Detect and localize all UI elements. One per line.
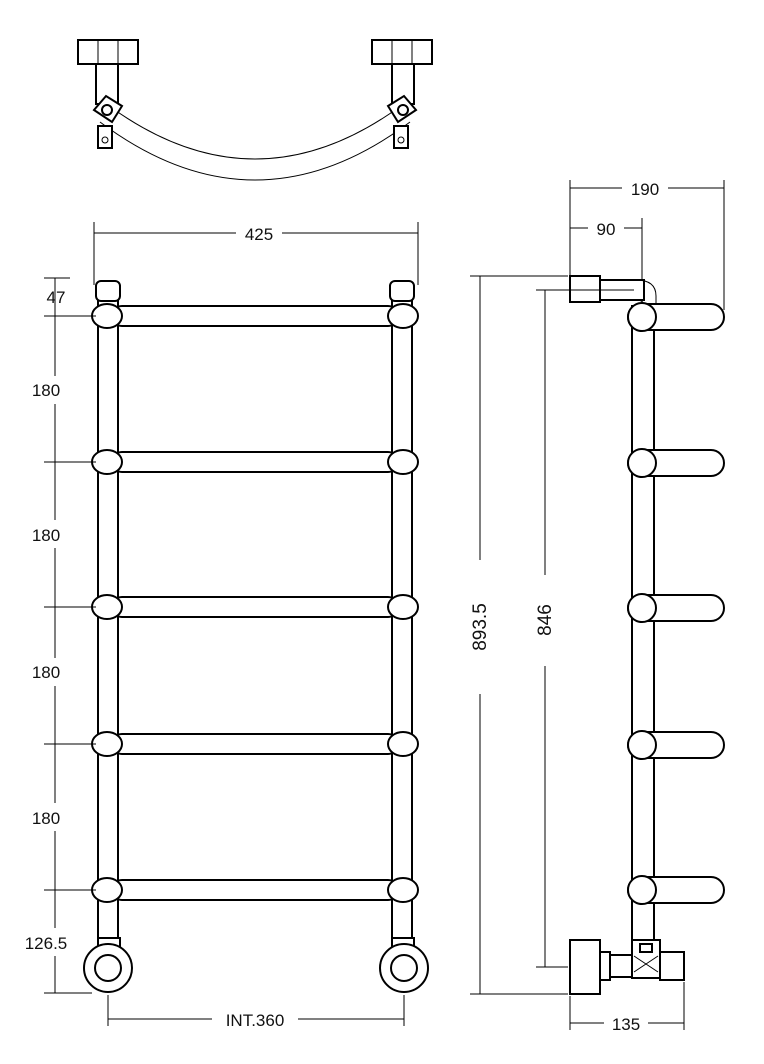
side-upright <box>631 305 655 943</box>
rail-3 <box>111 596 399 618</box>
side-rails <box>627 302 725 905</box>
left-top-cap <box>95 280 121 302</box>
side-wall-bracket <box>569 275 601 303</box>
projection-label: 190 <box>631 180 659 199</box>
spacing-label-1: 180 <box>32 381 60 400</box>
rail-2 <box>111 451 399 473</box>
spacing-label-3: 180 <box>32 663 60 682</box>
top-view <box>77 39 433 181</box>
spacing-label-top: 47 <box>47 288 66 307</box>
overall-height-label: 893.5 <box>470 603 491 651</box>
rail-5 <box>111 879 399 901</box>
spacing-label-bottom: 126.5 <box>25 934 68 953</box>
right-top-cap <box>389 280 415 302</box>
left-wall-bracket <box>77 39 139 65</box>
internal-width-label: INT.360 <box>226 1011 285 1030</box>
left-upright <box>97 289 119 951</box>
right-wall-bracket <box>371 39 433 65</box>
curved-rail-inner <box>111 107 399 160</box>
rail-4 <box>111 733 399 755</box>
front-view: 425 <box>18 222 429 1030</box>
front-rails <box>111 305 399 901</box>
width-label: 425 <box>245 225 273 244</box>
rail-1 <box>111 305 399 327</box>
spacing-label-4: 180 <box>32 809 60 828</box>
spacing-label-2: 180 <box>32 526 60 545</box>
rail-joints <box>91 303 419 903</box>
center-height-label: 846 <box>535 604 556 636</box>
bracket-label: 90 <box>597 220 616 239</box>
side-valve <box>569 939 685 995</box>
valve-depth-label: 135 <box>612 1015 640 1034</box>
right-upright <box>391 289 413 951</box>
side-view: 190 90 <box>470 180 725 1034</box>
curved-rail-outer <box>99 121 411 181</box>
